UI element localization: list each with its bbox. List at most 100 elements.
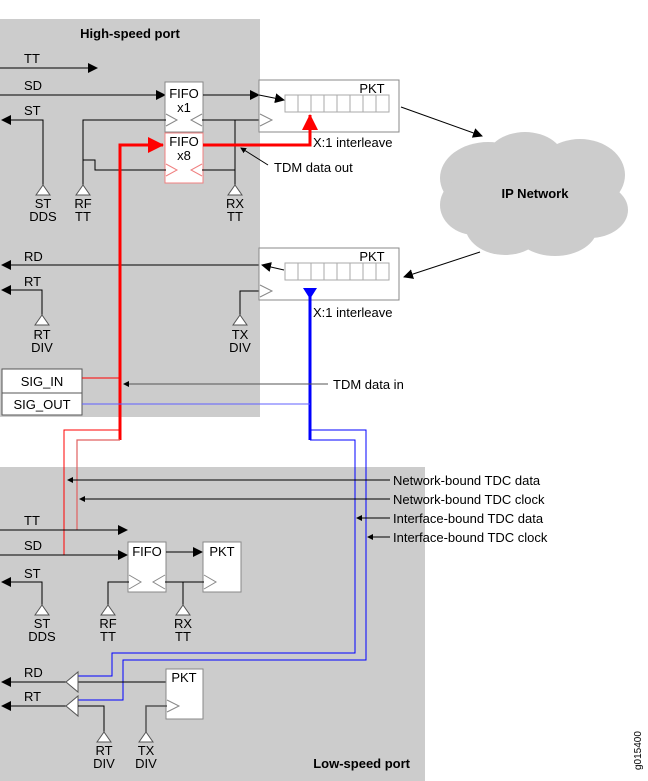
- sig-out-label: SIG_OUT: [13, 397, 70, 412]
- interface-bound-clock-line: [78, 429, 367, 701]
- tx-div-clock-icon: [232, 314, 248, 326]
- ls-pkt-tx-label: PKT: [209, 544, 234, 559]
- rf-tt-line2: TT: [75, 209, 91, 224]
- low-speed-port-panel: [0, 467, 425, 781]
- packet-slot: [362, 262, 377, 281]
- fifo-x1-sub: x1: [177, 100, 191, 115]
- fifo-x1-block: [164, 81, 204, 133]
- network-bound-tdc-data-label: Network-bound TDC data: [393, 473, 541, 488]
- tdm-data-out-pointer: [240, 147, 269, 166]
- pkt-to-network-arrow: [400, 106, 483, 138]
- packet-slot: [284, 94, 299, 113]
- ls-fifo-label: FIFO: [132, 544, 162, 559]
- fifo-x8-label: FIFO: [169, 134, 199, 149]
- high-speed-port-panel: [0, 19, 260, 417]
- ls-rt-div-line1: RT: [95, 743, 112, 758]
- packet-slot: [323, 262, 338, 281]
- tdm-data-in-label: TDM data in: [333, 377, 404, 392]
- tdm-out-to-pkt-path: [203, 114, 318, 147]
- st-dds-clock-icon: [35, 184, 51, 196]
- pkt-out-clock-icon: [259, 113, 274, 127]
- ls-pkt-rx-clock-icon: [166, 699, 181, 713]
- tx-div-clock-line: [239, 290, 260, 315]
- pkt-out-label: PKT: [359, 81, 384, 96]
- st-dds-line2: DDS: [29, 209, 57, 224]
- low-speed-port-title: Low-speed port: [313, 756, 410, 771]
- high-speed-port-title: High-speed port: [80, 26, 180, 41]
- ls-fifo-clock-in-icon: [128, 574, 142, 590]
- ls-rx-tt-clock-icon: [175, 604, 191, 616]
- ls-rt-label: RT: [24, 689, 41, 704]
- packet-slot: [297, 262, 312, 281]
- ls-st-label: ST: [24, 566, 41, 581]
- packet-slot: [284, 262, 299, 281]
- packet-slot: [336, 94, 351, 113]
- rx-tt-line2: TT: [227, 209, 243, 224]
- packet-slot: [349, 262, 364, 281]
- fifo-x1-clock-out-icon: [189, 113, 203, 127]
- hs-rt-label: RT: [24, 274, 41, 289]
- packet-slot: [349, 94, 364, 113]
- ip-network-cloud: [440, 132, 628, 256]
- ls-pkt-rx-label: PKT: [171, 670, 196, 685]
- ls-fifo-block: [127, 541, 167, 593]
- ls-rd-mux-icon: [65, 670, 79, 694]
- rt-div-line2: DIV: [31, 340, 53, 355]
- ls-tx-div-line2: DIV: [135, 756, 157, 771]
- packet-slot: [375, 262, 390, 281]
- pkt-in-slots: [284, 262, 390, 281]
- packet-slot: [323, 94, 338, 113]
- packet-slot: [297, 94, 312, 113]
- interleave-in-label: X:1 interleave: [313, 305, 393, 320]
- ls-pkt-tx-block: [202, 541, 242, 593]
- ls-pkt-rx-block: [165, 668, 204, 720]
- ls-rt-div-line2: DIV: [93, 756, 115, 771]
- pkt-in-label: PKT: [359, 249, 384, 264]
- ls-rf-tt-line2: TT: [100, 629, 116, 644]
- packet-slot: [375, 94, 390, 113]
- ls-rf-tt-clock-icon: [100, 604, 116, 616]
- fifo-x8-clock-out-icon: [189, 163, 203, 177]
- rf-tt-clock-line-2: [83, 159, 166, 171]
- ls-rd-label: RD: [24, 665, 43, 680]
- sig-in-label: SIG_IN: [21, 374, 64, 389]
- ls-tt-label: TT: [24, 513, 40, 528]
- figure-id: g015400: [633, 731, 644, 770]
- packet-slot: [310, 94, 325, 113]
- network-bound-path: [118, 137, 164, 440]
- packet-slot: [362, 94, 377, 113]
- interface-bound-data-line: [78, 439, 356, 677]
- interface-bound-tdc-data-label: Interface-bound TDC data: [393, 511, 544, 526]
- hs-rt-line: [1, 285, 43, 315]
- rf-tt-line1: RF: [74, 196, 91, 211]
- fifo-x8-block: [164, 132, 204, 184]
- fifo-x1-clock-in-icon: [165, 113, 179, 127]
- ls-fifo-clock-out-icon: [152, 574, 166, 590]
- hs-st-label: ST: [24, 103, 41, 118]
- interface-bound-tdc-clock-label: Interface-bound TDC clock: [393, 530, 548, 545]
- network-bound-clock-line: [76, 439, 120, 530]
- ls-st-dds-clock-icon: [34, 604, 50, 616]
- rx-tt-clock-icon: [227, 184, 243, 196]
- network-to-pkt-arrow: [403, 251, 481, 279]
- rt-div-clock-icon: [34, 314, 50, 326]
- hs-tt-label: TT: [24, 51, 40, 66]
- st-dds-line1: ST: [35, 196, 52, 211]
- ls-rt-div-clock-icon: [96, 731, 112, 743]
- fifo-x1-label: FIFO: [169, 86, 199, 101]
- fifo-x8-clock-in-icon: [165, 163, 179, 177]
- sig-in-box: [1, 368, 83, 394]
- ls-pkt-tx-clock-icon: [203, 574, 217, 590]
- ls-sd-label: SD: [24, 538, 42, 553]
- ip-network-label: IP Network: [502, 186, 570, 201]
- rf-tt-clock-icon: [75, 184, 91, 196]
- rf-tt-clock-line: [82, 119, 166, 185]
- ls-tx-div-line1: TX: [138, 743, 155, 758]
- pkt-in-clock-icon: [259, 284, 274, 298]
- pkt-out-slots: [284, 94, 390, 113]
- ls-rx-tt-line2: TT: [175, 629, 191, 644]
- hs-sd-label: SD: [24, 78, 42, 93]
- tx-div-line2: DIV: [229, 340, 251, 355]
- hs-rd-label: RD: [24, 249, 43, 264]
- rt-div-line1: RT: [33, 327, 50, 342]
